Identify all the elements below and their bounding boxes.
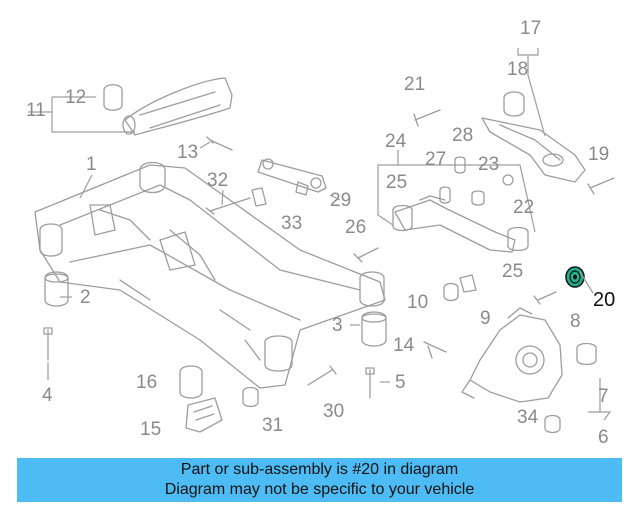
- knuckle-illustration: [443, 274, 597, 403]
- callout-23: 23: [478, 154, 500, 175]
- callout-8: 8: [570, 311, 581, 332]
- highlighted-part-20: [565, 266, 585, 288]
- callout-19: 19: [588, 144, 610, 165]
- callout-25b: 25: [502, 261, 524, 282]
- lower-arm-illustration: [481, 91, 586, 183]
- callout-21: 21: [404, 74, 426, 95]
- callout-2: 2: [80, 287, 91, 308]
- callout-27: 27: [425, 149, 447, 170]
- callout-31: 31: [262, 415, 284, 436]
- callout-3: 3: [332, 315, 343, 336]
- callout-13: 13: [177, 142, 199, 163]
- callout-10: 10: [407, 292, 429, 313]
- trailing-link-illustration: [392, 156, 529, 253]
- leader-lines: [28, 48, 612, 421]
- callout-1: 1: [86, 154, 97, 175]
- callout-34: 34: [517, 407, 539, 428]
- callout-24: 24: [385, 131, 407, 152]
- banner-part-text: Part or sub-assembly is #20 in diagram: [180, 461, 459, 478]
- callout-4: 4: [42, 385, 53, 406]
- subframe-illustration: [34, 161, 386, 389]
- callout-9: 9: [480, 308, 491, 329]
- callout-18: 18: [507, 59, 529, 80]
- callout-28: 28: [452, 125, 474, 146]
- callout-17: 17: [520, 18, 542, 39]
- callout-26: 26: [345, 217, 367, 238]
- callout-30: 30: [323, 401, 345, 422]
- callout-29: 29: [330, 190, 352, 211]
- link-29-illustration: [257, 158, 327, 196]
- callout-14: 14: [393, 335, 415, 356]
- fastener-illustrations: [43, 109, 615, 434]
- bushing-illustrations: [44, 271, 387, 347]
- callout-5: 5: [395, 372, 406, 393]
- info-banner: Part or sub-assembly is #20 in diagram D…: [17, 458, 622, 502]
- callout-12: 12: [65, 87, 87, 108]
- callout-11: 11: [26, 100, 46, 121]
- callout-32: 32: [207, 170, 229, 191]
- callout-7: 7: [598, 386, 609, 407]
- callout-6: 6: [598, 427, 609, 448]
- mounts-illustration: [179, 365, 223, 433]
- banner-disclaimer-text: Diagram may not be specific to your vehi…: [164, 481, 475, 498]
- callout-33: 33: [281, 213, 303, 234]
- callout-15: 15: [140, 419, 162, 440]
- callout-25a: 25: [386, 172, 408, 193]
- callout-20: 20: [593, 289, 616, 311]
- callout-22: 22: [513, 197, 535, 218]
- upper-arm-illustration: [103, 77, 233, 136]
- callout-16: 16: [136, 372, 158, 393]
